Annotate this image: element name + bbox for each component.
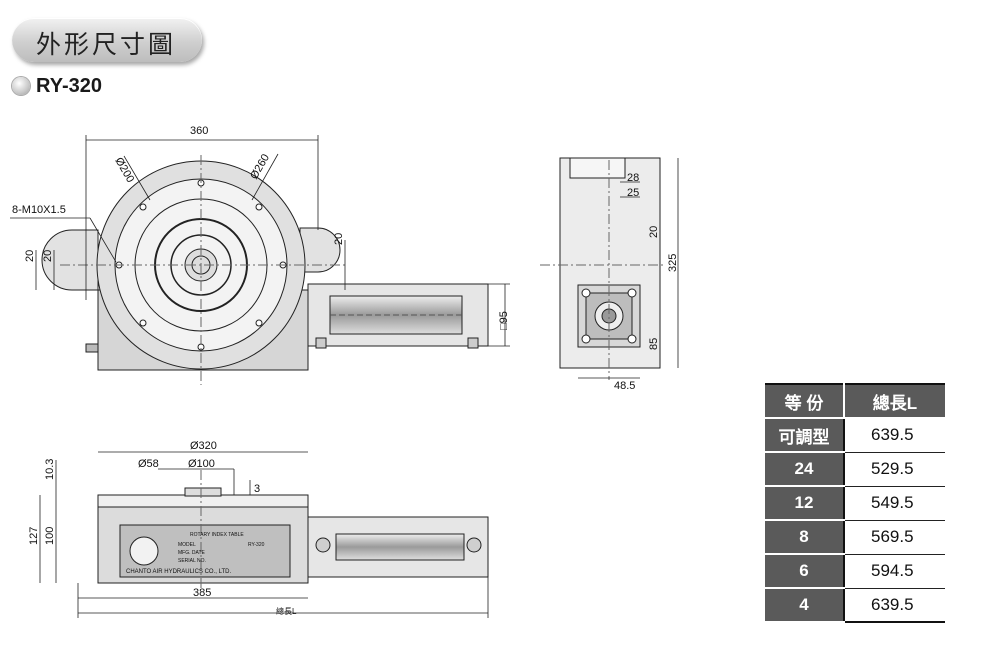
dim-dia-320: Ø320 <box>190 440 217 452</box>
length-cell: 639.5 <box>843 588 945 622</box>
length-cell: 549.5 <box>843 486 945 521</box>
dim-3: 3 <box>254 483 260 495</box>
bolt-holes <box>115 179 287 351</box>
dim-25: 25 <box>627 187 639 199</box>
length-cell: 529.5 <box>843 452 945 487</box>
centerlines <box>60 155 345 385</box>
section-title: 外形尺寸圖 <box>36 30 177 59</box>
dim-100: 100 <box>44 527 56 545</box>
dim-dia-58: Ø58 <box>138 458 159 470</box>
front-view <box>97 470 489 590</box>
top-view-dimensions <box>10 135 510 347</box>
side-bolt <box>85 343 99 353</box>
division-cell: 24 <box>765 452 844 487</box>
name-plate-text: ROTARY INDEX TABLE MODEL RY-320 MFG. DAT… <box>126 532 265 575</box>
table-row: 6 594.5 <box>765 554 945 589</box>
dim-10-3: 10.3 <box>44 459 56 480</box>
header-division: 等 份 <box>765 384 844 419</box>
plate-model-value: RY-320 <box>248 542 265 548</box>
plate-date: MFG. DATE <box>178 550 206 556</box>
division-cell: 8 <box>765 520 844 555</box>
dim-cylinder-95: □95 <box>498 311 510 330</box>
length-cell: 639.5 <box>843 418 945 453</box>
fitting-right <box>467 337 479 349</box>
table-row: 4 639.5 <box>765 588 945 623</box>
bullet-icon <box>12 77 30 95</box>
division-cell: 6 <box>765 554 844 589</box>
front-view-dimensions <box>39 451 489 618</box>
table-row: 可調型 639.5 <box>765 418 945 453</box>
dim-127: 127 <box>28 527 40 545</box>
front-cylinder-rod <box>335 533 465 561</box>
dim-width-360: 360 <box>190 125 208 137</box>
length-cell: 569.5 <box>843 520 945 555</box>
side-view-labels: 28 25 20 325 85 48.5 <box>614 172 679 392</box>
plate-model: MODEL <box>178 542 196 548</box>
fitting-left <box>315 337 327 349</box>
side-view <box>540 157 665 380</box>
left-ear <box>41 229 99 291</box>
front-table-top <box>97 494 309 508</box>
division-cell: 可調型 <box>765 418 844 453</box>
plate-company: CHANTO AIR HYDRAULICS CO., LTD. <box>126 569 231 575</box>
front-view-labels: Ø320 Ø58 Ø100 3 10.3 127 100 385 總長L <box>28 440 297 616</box>
dim-20: 20 <box>648 226 660 238</box>
plate-serial: SERIAL NO. <box>178 558 206 564</box>
dim-28: 28 <box>627 172 639 184</box>
model-heading: RY-320 <box>12 74 102 98</box>
dim-385: 385 <box>193 587 211 599</box>
table-row: 8 569.5 <box>765 520 945 555</box>
right-ear <box>299 227 341 273</box>
table-row: 24 529.5 <box>765 452 945 487</box>
table-row: 12 549.5 <box>765 486 945 521</box>
side-view-dimensions <box>578 158 679 379</box>
section-title-badge: 外形尺寸圖 <box>12 18 202 62</box>
dim-dia-260: Ø260 <box>248 152 272 181</box>
dim-48-5: 48.5 <box>614 380 635 392</box>
plate-title: ROTARY INDEX TABLE <box>190 532 244 538</box>
dim-20-a: 20 <box>24 250 36 262</box>
division-cell: 4 <box>765 588 844 623</box>
division-cell: 12 <box>765 486 844 521</box>
dim-20-b: 20 <box>42 250 54 262</box>
dim-dia-100: Ø100 <box>188 458 215 470</box>
header-length: 總長L <box>843 384 945 419</box>
top-view <box>41 155 489 385</box>
front-center-boss <box>184 487 222 497</box>
table-header-row: 等 份 總長L <box>765 384 945 419</box>
length-cell: 594.5 <box>843 554 945 589</box>
dim-thread: 8-M10X1.5 <box>12 204 66 216</box>
chanto-logo-icon <box>129 536 159 566</box>
model-name: RY-320 <box>36 74 102 97</box>
spec-table: 等 份 總長L 可調型 639.5 24 529.5 12 549.5 8 56… <box>765 383 945 623</box>
dim-85: 85 <box>648 338 660 350</box>
dim-20-c: 20 <box>333 233 345 245</box>
dim-325: 325 <box>667 254 679 272</box>
dim-total-length: 總長L <box>276 606 297 616</box>
